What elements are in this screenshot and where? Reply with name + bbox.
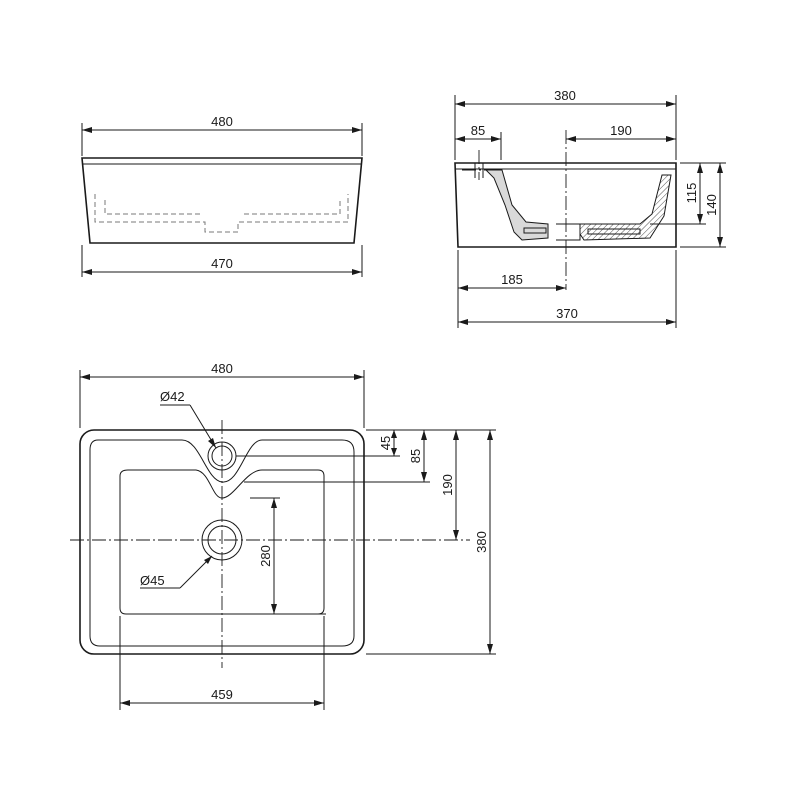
side-dim-190-label: 190 xyxy=(610,123,632,138)
plan-dim-280-arrow-bottom xyxy=(271,604,277,614)
side-dim-140-label: 140 xyxy=(704,194,719,216)
side-dim-190-arrow-left xyxy=(566,136,576,142)
front-view-hidden-bowl-inner xyxy=(104,200,341,215)
side-dim-185-label: 185 xyxy=(501,272,523,287)
front-dim-480-label: 480 xyxy=(211,114,233,129)
plan-dim-459-arrow-left xyxy=(120,700,130,706)
plan-dim-190-arrow-bottom xyxy=(453,530,459,540)
side-dim-185-arrow-right xyxy=(556,285,566,291)
side-dim-370-arrow-left xyxy=(458,319,468,325)
side-dim-370-arrow-right xyxy=(666,319,676,325)
plan-dim-480-arrow-right xyxy=(354,374,364,380)
plan-dim-280-label: 280 xyxy=(258,545,273,567)
side-view-drain-slot-left xyxy=(523,227,547,234)
plan-dim-380-arrow-top xyxy=(487,430,493,440)
plan-dim-85-arrow-top xyxy=(421,430,427,440)
plan-dim-45-label: 45 xyxy=(378,436,393,450)
side-dim-85-arrow-left xyxy=(455,136,465,142)
side-dim-115-arrow-top xyxy=(697,163,703,173)
side-view-drain-slot-right xyxy=(587,228,641,235)
plan-tap-hole-label: Ø42 xyxy=(160,389,185,404)
plan-view: 480 Ø42 Ø45 45 85 190 38 xyxy=(70,361,496,710)
plan-dim-380-arrow-bottom xyxy=(487,644,493,654)
front-view-outline xyxy=(81,157,363,244)
plan-dim-459-label: 459 xyxy=(211,687,233,702)
front-dim-480-arrow-left xyxy=(82,127,92,133)
plan-dim-190-arrow-top xyxy=(453,430,459,440)
front-dim-480-arrow-right xyxy=(352,127,362,133)
front-dim-470-arrow-left xyxy=(82,269,92,275)
side-dim-190-arrow-right xyxy=(666,136,676,142)
side-view-left-section xyxy=(484,169,549,241)
front-dim-470-arrow-right xyxy=(352,269,362,275)
side-dim-85-label: 85 xyxy=(471,123,485,138)
side-dim-85-arrow-right xyxy=(491,136,501,142)
plan-tap-leader-arrow xyxy=(208,438,216,448)
plan-dim-85-label: 85 xyxy=(408,449,423,463)
plan-dim-45-arrow-bottom xyxy=(391,448,397,456)
plan-dim-380-label: 380 xyxy=(474,531,489,553)
front-view: 480 470 xyxy=(81,114,363,277)
plan-dim-85-arrow-bottom xyxy=(421,472,427,482)
side-dim-140-arrow-top xyxy=(717,163,723,173)
plan-dim-480-arrow-left xyxy=(80,374,90,380)
plan-drain-leader-arrow xyxy=(204,556,212,564)
side-dim-115-arrow-bottom xyxy=(697,214,703,224)
plan-dim-280-arrow-top xyxy=(271,498,277,508)
side-dim-140-arrow-bottom xyxy=(717,237,723,247)
side-dim-380-arrow-left xyxy=(455,101,465,107)
plan-dim-190-label: 190 xyxy=(440,474,455,496)
plan-dim-459-arrow-right xyxy=(314,700,324,706)
front-view-hidden-bowl xyxy=(94,194,349,233)
side-view-drain-gap xyxy=(556,223,581,241)
front-dim-470-label: 470 xyxy=(211,256,233,271)
side-dim-380-label: 380 xyxy=(554,88,576,103)
side-view-bottom-section xyxy=(579,174,672,241)
side-view-outline xyxy=(454,162,677,248)
side-view: 380 85 190 185 370 115 xyxy=(454,88,726,328)
side-dim-380-arrow-right xyxy=(666,101,676,107)
plan-dim-480-label: 480 xyxy=(211,361,233,376)
side-dim-185-arrow-left xyxy=(458,285,468,291)
plan-dim-45-arrow-top xyxy=(391,430,397,438)
plan-drain-hole-label: Ø45 xyxy=(140,573,165,588)
side-dim-115-label: 115 xyxy=(684,183,699,204)
side-dim-370-label: 370 xyxy=(556,306,578,321)
